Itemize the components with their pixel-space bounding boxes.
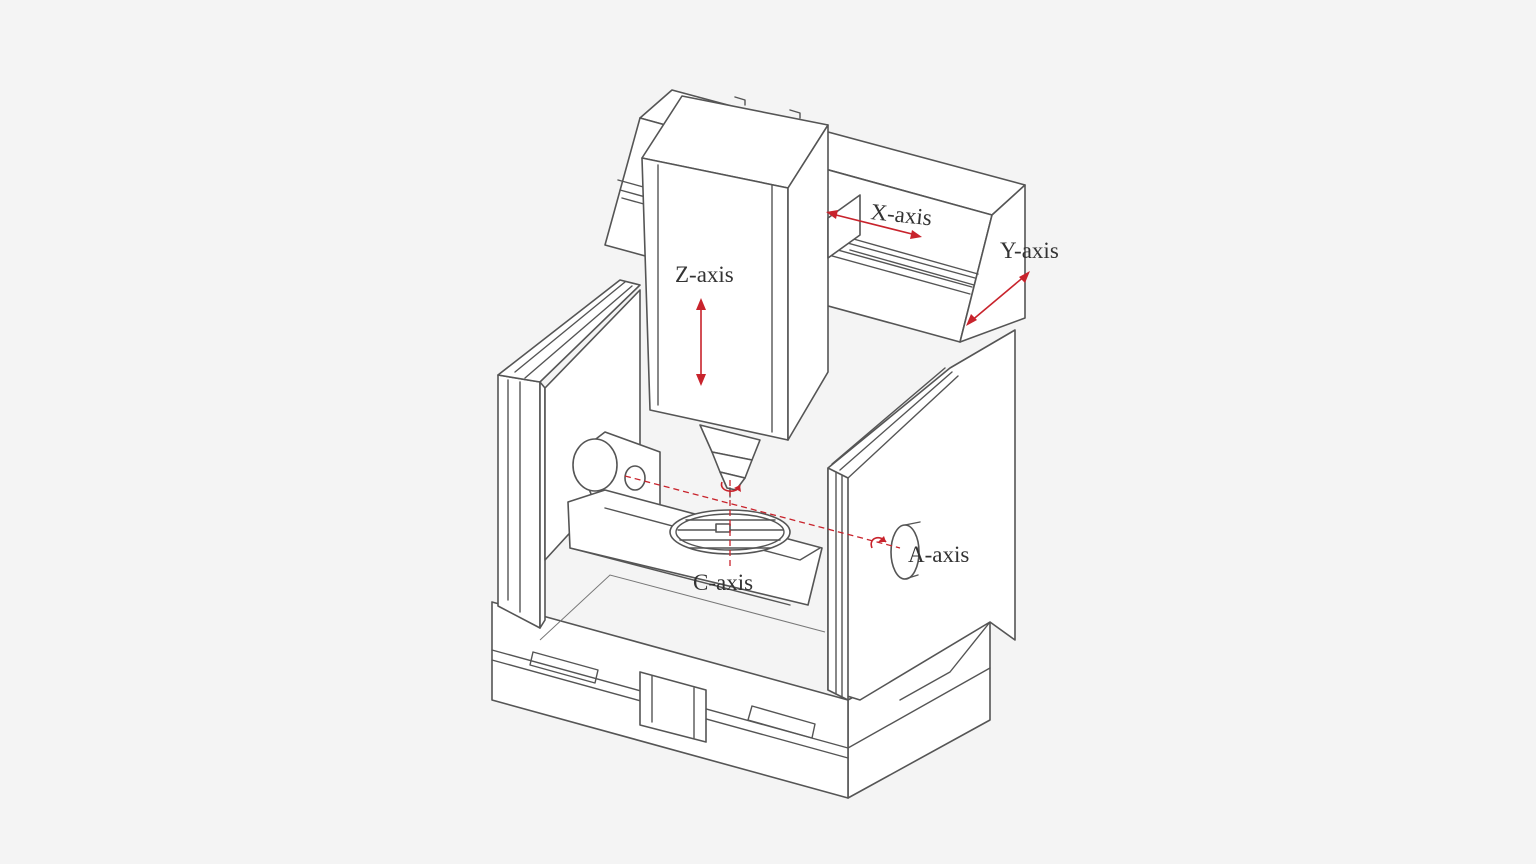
x-axis-arrow bbox=[826, 210, 922, 239]
a-axis-centerline bbox=[624, 475, 901, 549]
y-axis-arrow bbox=[966, 271, 1030, 326]
axis-markers bbox=[624, 210, 1030, 570]
y-axis-label: Y-axis bbox=[1000, 238, 1059, 263]
spindle-head bbox=[641, 95, 861, 498]
z-axis-arrow bbox=[696, 298, 706, 386]
right-column bbox=[827, 329, 1016, 701]
c-axis-label: C-axis bbox=[693, 570, 753, 595]
left-column bbox=[497, 279, 641, 629]
machine-base bbox=[491, 574, 991, 799]
a-axis-label: A-axis bbox=[908, 542, 969, 567]
c-axis-centerline bbox=[720, 480, 741, 570]
z-axis-label: Z-axis bbox=[675, 262, 734, 287]
